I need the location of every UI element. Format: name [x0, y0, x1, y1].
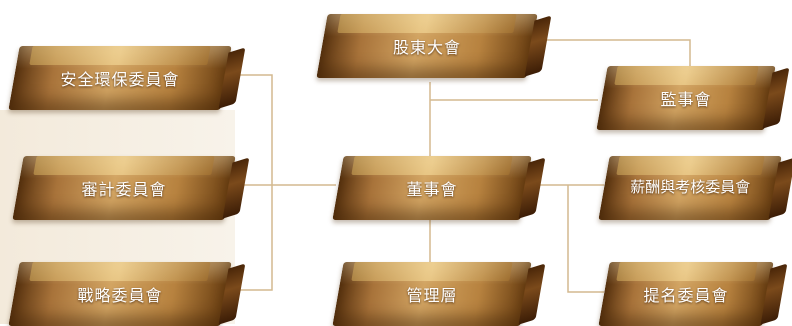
- shareholders-meeting-label: 股東大會: [392, 38, 461, 57]
- strategy-committee-label: 戰略委員會: [77, 286, 163, 305]
- line-left-trunk: [230, 74, 273, 291]
- remuneration-committee-label: 薪酬與考核委員會: [630, 178, 751, 196]
- management-label: 管理層: [406, 286, 458, 305]
- strategy-committee-bar: 戰略委員會: [8, 262, 232, 326]
- shareholders-meeting-bar: 股東大會: [316, 14, 538, 78]
- nomination-committee-label: 提名委員會: [643, 286, 729, 305]
- supervisors-label: 監事會: [660, 90, 712, 109]
- supervisors-bar: 監事會: [596, 66, 776, 130]
- board-bar: 董事會: [332, 156, 532, 220]
- line-shareholders-supervisors: [530, 39, 691, 68]
- management-bar: 管理層: [332, 262, 532, 326]
- safety-committee-label: 安全環保委員會: [60, 70, 180, 89]
- line-right-nomination: [567, 185, 604, 293]
- board-label: 董事會: [406, 180, 458, 199]
- audit-committee-bar: 審計委員會: [12, 156, 236, 220]
- remuneration-committee-bar: 薪酬與考核委員會: [598, 156, 782, 220]
- nomination-committee-bar: 提名委員會: [598, 262, 774, 326]
- audit-committee-label: 審計委員會: [81, 180, 167, 199]
- safety-committee-bar: 安全環保委員會: [8, 46, 232, 110]
